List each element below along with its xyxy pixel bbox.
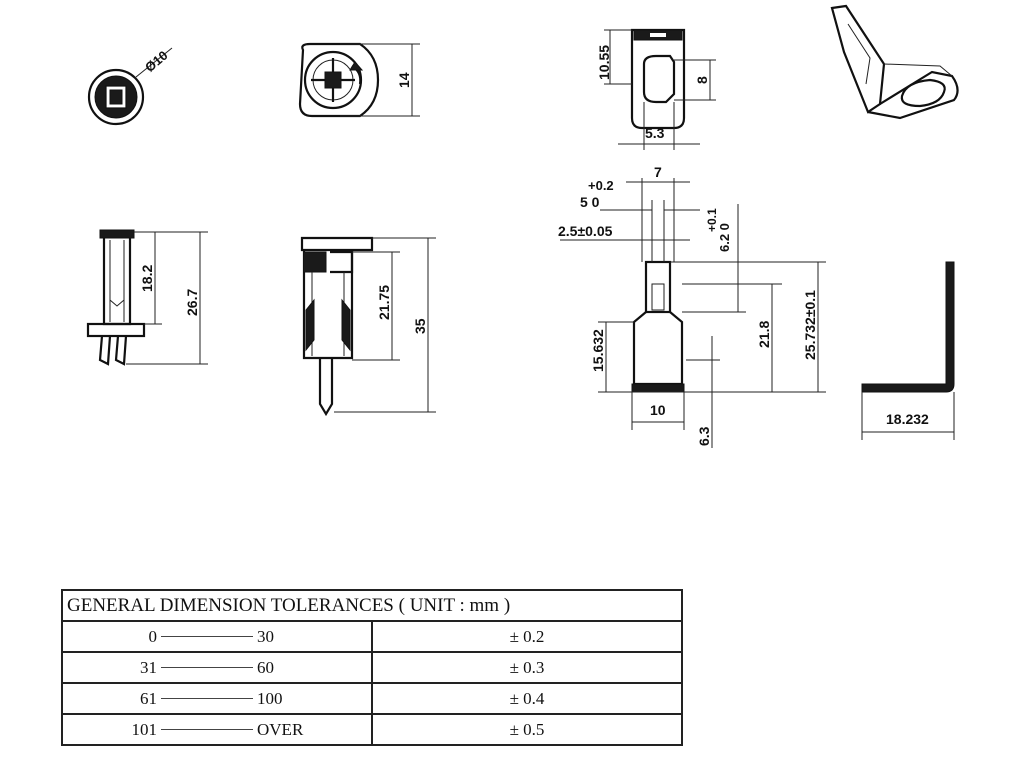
range-cell: 101 OVER (61, 713, 373, 746)
dim-5-3: 5.3 (645, 125, 665, 141)
dim-35: 35 (412, 318, 428, 334)
tolerance-value: ± 0.2 (371, 620, 683, 653)
dim-diameter-10: Ø10 (142, 48, 170, 75)
dim-5-tol-plus: +0.2 (588, 178, 614, 193)
dim-10: 10 (650, 402, 666, 418)
round-cap-top-view: Ø10 (87, 47, 173, 126)
range-from: 31 (140, 657, 157, 677)
dim-2-5: 2.5±0.05 (558, 223, 613, 239)
pin-side-view: 21.75 35 (300, 236, 436, 417)
terminal-top-view: 10.55 8 5.3 (596, 28, 716, 150)
tolerance-table-header: GENERAL DIMENSION TOLERANCES ( UNIT : mm… (61, 589, 683, 622)
dim-5-tol-base: 5 0 (580, 194, 600, 210)
range-from: 61 (140, 688, 157, 708)
dim-6-3: 6.3 (696, 426, 712, 446)
range-to: 100 (257, 688, 283, 708)
range-cell: 0 30 (61, 620, 373, 653)
range-to: 60 (257, 657, 274, 677)
dim-21-8: 21.8 (756, 321, 772, 348)
dim-10-55: 10.55 (596, 45, 612, 80)
table-row: 31 60 ± 0.3 (61, 651, 683, 684)
range-to: 30 (257, 626, 274, 646)
range-cell: 61 100 (61, 682, 373, 715)
table-row: 61 100 ± 0.4 (61, 682, 683, 715)
range-line (161, 698, 253, 699)
range-from: 101 (131, 719, 158, 739)
dim-7: 7 (654, 164, 662, 180)
dim-18-232: 18.232 (886, 411, 929, 427)
dim-6-2-base: 6.2 0 (717, 223, 732, 252)
dim-25-732: 25.732±0.1 (802, 290, 818, 360)
dim-21-75: 21.75 (376, 285, 392, 320)
technical-drawing: Ø10 14 10.55 8 5.3 (86, 4, 959, 448)
tolerance-value: ± 0.4 (371, 682, 683, 715)
dim-18-2: 18.2 (139, 265, 155, 292)
tolerance-value: ± 0.3 (371, 651, 683, 684)
dim-26-7: 26.7 (184, 289, 200, 316)
range-line (161, 636, 253, 637)
tolerance-table: GENERAL DIMENSION TOLERANCES ( UNIT : mm… (61, 589, 683, 746)
terminal-isometric-view (830, 4, 959, 120)
tolerance-value: ± 0.5 (371, 713, 683, 746)
range-from: 0 (148, 626, 158, 646)
range-line (161, 667, 253, 668)
dim-14: 14 (396, 72, 412, 88)
dim-15-632: 15.632 (590, 329, 606, 372)
range-to: OVER (257, 719, 304, 739)
dim-8: 8 (694, 76, 710, 84)
knob-top-view: 14 (298, 42, 420, 118)
range-line (161, 729, 253, 730)
bracket-side-view: 18.232 (861, 261, 955, 440)
dim-6-2-tol-plus: +0.1 (705, 208, 719, 232)
terminal-side-view: 7 +0.2 5 0 2.5±0.05 +0.1 6.2 0 15.632 21… (558, 164, 826, 448)
table-row: 0 30 ± 0.2 (61, 620, 683, 653)
tolerance-table-title: GENERAL DIMENSION TOLERANCES ( UNIT : mm… (61, 589, 683, 622)
range-cell: 31 60 (61, 651, 373, 684)
pin-front-view: 18.2 26.7 (86, 229, 208, 366)
table-row: 101 OVER ± 0.5 (61, 713, 683, 746)
